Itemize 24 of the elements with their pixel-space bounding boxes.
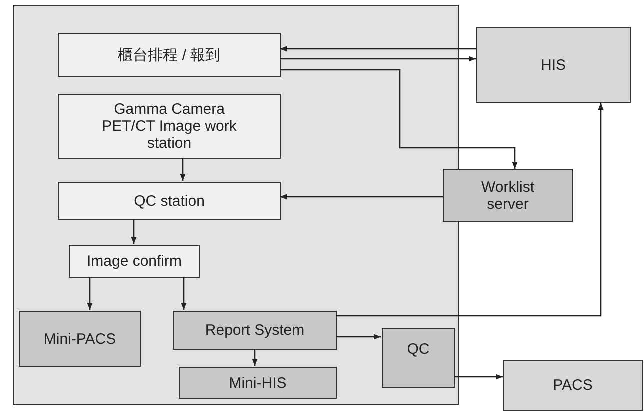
- system-frame: [13, 5, 459, 405]
- arrow: [336, 334, 381, 340]
- system-box: PACS: [503, 360, 643, 411]
- arrow: [280, 194, 443, 200]
- arrow: [280, 46, 476, 52]
- process-box: Gamma Camera PET/CT Image work station: [58, 94, 281, 159]
- system-box: HIS: [476, 27, 631, 103]
- arrow: [131, 219, 137, 244]
- system-box: Mini-HIS: [179, 367, 337, 399]
- server-box: Worklist server: [443, 169, 573, 222]
- arrow: [280, 69, 518, 169]
- system-box: Report System: [173, 311, 337, 350]
- process-box: QC station: [58, 182, 281, 220]
- arrow: [252, 349, 258, 366]
- system-box: Mini-PACS: [19, 311, 141, 367]
- arrow: [280, 56, 476, 62]
- process-box: 櫃台排程 / 報到: [58, 33, 281, 77]
- arrow: [454, 374, 503, 380]
- arrow: [336, 103, 604, 317]
- arrow: [181, 277, 187, 310]
- arrow: [87, 277, 93, 310]
- process-box: QC: [382, 328, 455, 388]
- process-box: Image confirm: [69, 245, 200, 278]
- arrow: [180, 158, 186, 181]
